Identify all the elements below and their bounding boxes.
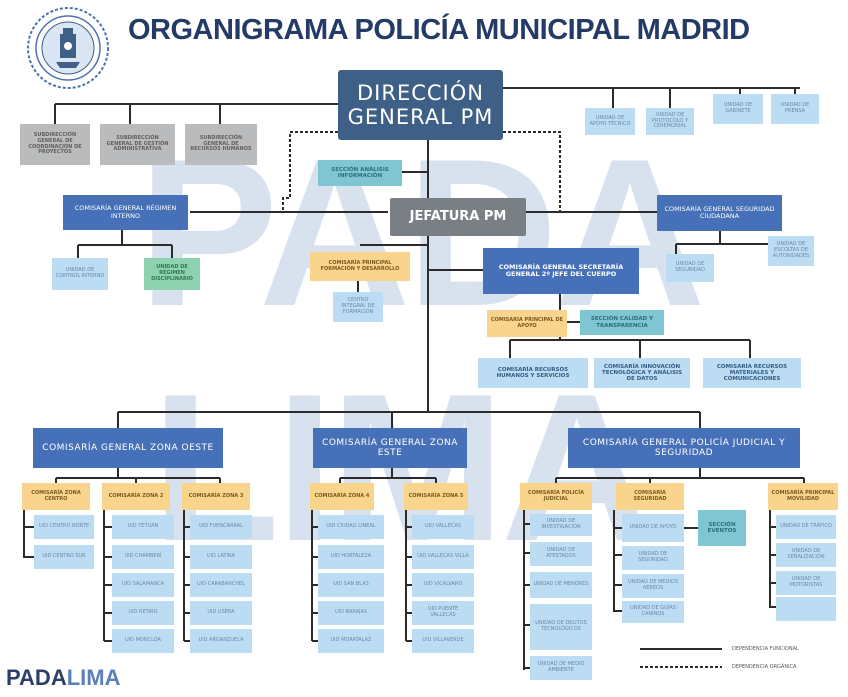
sec-teal-box: SECCIÓN CALIDAD Y TRANSPARENCIA: [580, 310, 664, 335]
footer-logo-part2: LIMA: [66, 665, 121, 690]
zone-unit-box: UID ARGANZUELA: [190, 629, 252, 653]
zone-unit-box: UID SALAMANCA: [112, 573, 174, 597]
zone-unit-box: UID FUENCARRAL: [190, 515, 252, 539]
zone-unit-box: UNIDAD DE TRÁFICO: [776, 515, 836, 539]
sec-child-box: COMISARÍA RECURSOS MATERIALES Y COMUNICA…: [703, 358, 801, 388]
city-seal-logo: [27, 7, 109, 89]
zone-unit-box: UID USERA: [190, 601, 252, 625]
zone-unit-box: UNIDAD DE MOTORISTAS: [776, 571, 836, 595]
sec-child-box: COMISARÍA RECURSOS HUMANOS Y SERVICIOS: [478, 358, 588, 388]
regimen-child-box: UNIDAD DE RÉGIMEN DISCIPLINARIO: [144, 258, 200, 290]
zone-unit-box: UID VALLECAS VILLA: [412, 545, 474, 569]
zone-unit-box: UID CHAMBERÍ: [112, 545, 174, 569]
zone-unit-box: UNIDAD DE GUÍAS CANINOS: [622, 601, 684, 623]
seccion-analisis-box: SECCIÓN ANÁLISIS INFORMACIÓN: [318, 160, 402, 186]
zone-column-head: COMISARÍA SEGURIDAD: [616, 483, 684, 510]
zone-unit-box: UID CENTRO SUR: [34, 545, 94, 569]
zone-unit-box: [776, 597, 836, 621]
zone-column-head: COMISARÍA ZONA 5: [404, 483, 468, 510]
direccion-general-box: DIRECCIÓN GENERAL PM: [338, 70, 503, 140]
zone-unit-box: UID CIUDAD LINEAL: [318, 515, 384, 539]
sec-child-box: COMISARÍA INNOVACIÓN TECNOLÓGICA Y ANÁLI…: [594, 358, 690, 388]
zone-unit-box: UNIDAD DE INVESTIGACIÓN: [530, 514, 592, 536]
zone-unit-box: UNIDAD DE MEDIO AMBIENTE: [530, 656, 592, 680]
formacion-child-box: CENTRO INTEGRAL DE FORMACIÓN: [333, 292, 383, 322]
zone-unit-box: UID VALLECAS: [412, 515, 474, 539]
zone-unit-box: UID PUENTE VALLECAS: [412, 601, 474, 625]
zone-unit-box: UID VILLAVERDE: [412, 629, 474, 653]
zone-unit-box: UID SAN BLAS: [318, 573, 384, 597]
zone-unit-box: UNIDAD DE MEDIOS AÉREOS: [622, 574, 684, 598]
right-unit-box: UNIDAD DE PROTOCOLO Y CEREMONIAL: [646, 108, 694, 135]
cg-seguridad-ciudadana-box: COMISARÍA GENERAL SEGURIDAD CIUDADANA: [657, 195, 782, 231]
right-unit-box: UNIDAD DE APOYO TÉCNICO: [585, 108, 635, 135]
seccion-eventos-box: SECCIÓN EVENTOS: [698, 510, 746, 546]
legend-solid-label: DEPENDENCIA FUNCIONAL: [732, 646, 799, 652]
zone-unit-box: UNIDAD DE MENORES: [530, 572, 592, 598]
zone-column-head: COMISARÍA POLICÍA JUDICIAL: [520, 483, 592, 510]
seguridad-child-box: UNIDAD DE ESCOLTAS DE AUTORIDADES: [768, 236, 814, 266]
zone-unit-box: UNIDAD DE DELITOS TECNOLÓGICOS: [530, 604, 592, 650]
jefatura-box: JEFATURA PM: [390, 198, 526, 236]
footer-logo-part1: PADA: [6, 665, 67, 690]
zone-unit-box: UID MONCLOA: [112, 629, 174, 653]
gray-unit-box: SUBDIRECCIÓN GENERAL DE COORDINACIÓN DE …: [20, 124, 90, 165]
zone-column-head: COMISARÍA PRINCIPAL MOVILIDAD: [768, 483, 838, 510]
regimen-child-box: UNIDAD DE CONTROL INTERNO: [52, 258, 108, 290]
formacion-box: COMISARÍA PRINCIPAL FORMACIÓN Y DESARROL…: [310, 252, 410, 281]
zone-unit-box: UID LATINA: [190, 545, 252, 569]
zone-unit-box: UID HORTALEZA: [318, 545, 384, 569]
secretaria-general-box: COMISARÍA GENERAL SECRETARÍA GENERAL 2º …: [483, 248, 639, 294]
zone-column-head: COMISARÍA ZONA 4: [310, 483, 374, 510]
zone-unit-box: UNIDAD DE SEGURIDAD: [622, 546, 684, 570]
page-title: ORGANIGRAMA POLICÍA MUNICIPAL MADRID: [128, 14, 750, 46]
zone-unit-box: UID MORATALAZ: [318, 629, 384, 653]
zone-unit-box: UID CARABANCHEL: [190, 573, 252, 597]
zone-unit-box: UID VICÁLVARO: [412, 573, 474, 597]
zone-header-oeste: COMISARÍA GENERAL ZONA OESTE: [33, 428, 223, 468]
sec-orange-box: COMISARÍA PRINCIPAL DE APOYO: [487, 310, 567, 337]
cg-regimen-interno-box: COMISARÍA GENERAL RÉGIMEN INTERNO: [63, 195, 188, 230]
footer-logo: PADALIMA: [6, 665, 120, 691]
right-unit-box: UNIDAD DE GABINETE: [713, 94, 763, 124]
zone-unit-box: UNIDAD DE SEÑALIZACIÓN: [776, 543, 836, 567]
seguridad-child-box: UNIDAD DE SEGURIDAD: [666, 254, 714, 282]
legend-dashed-label: DEPENDENCIA ORGÁNICA: [732, 664, 797, 670]
zone-unit-box: UNIDAD DE ATESTADOS: [530, 542, 592, 566]
zone-header-judicial: COMISARÍA GENERAL POLICÍA JUDICIAL Y SEG…: [568, 428, 800, 468]
zone-column-head: COMISARÍA ZONA CENTRO: [22, 483, 90, 510]
zone-unit-box: UID BARAJAS: [318, 601, 384, 625]
zone-column-head: COMISARÍA ZONA 3: [182, 483, 250, 510]
zone-unit-box: UID TETUÁN: [112, 515, 174, 539]
zone-unit-box: UNIDAD DE APOYO: [622, 514, 684, 542]
zone-header-este: COMISARÍA GENERAL ZONA ESTE: [313, 428, 467, 468]
gray-unit-box: SUBDIRECCIÓN GENERAL DE RECURSOS HUMANOS: [185, 124, 257, 165]
right-unit-box: UNIDAD DE PRENSA: [771, 94, 819, 124]
zone-column-head: COMISARÍA ZONA 2: [102, 483, 170, 510]
gray-unit-box: SUBDIRECCIÓN GENERAL DE GESTIÓN ADMINIST…: [100, 124, 175, 165]
zone-unit-box: UID RETIRO: [112, 601, 174, 625]
zone-unit-box: UID CENTRO NORTE: [34, 515, 94, 539]
